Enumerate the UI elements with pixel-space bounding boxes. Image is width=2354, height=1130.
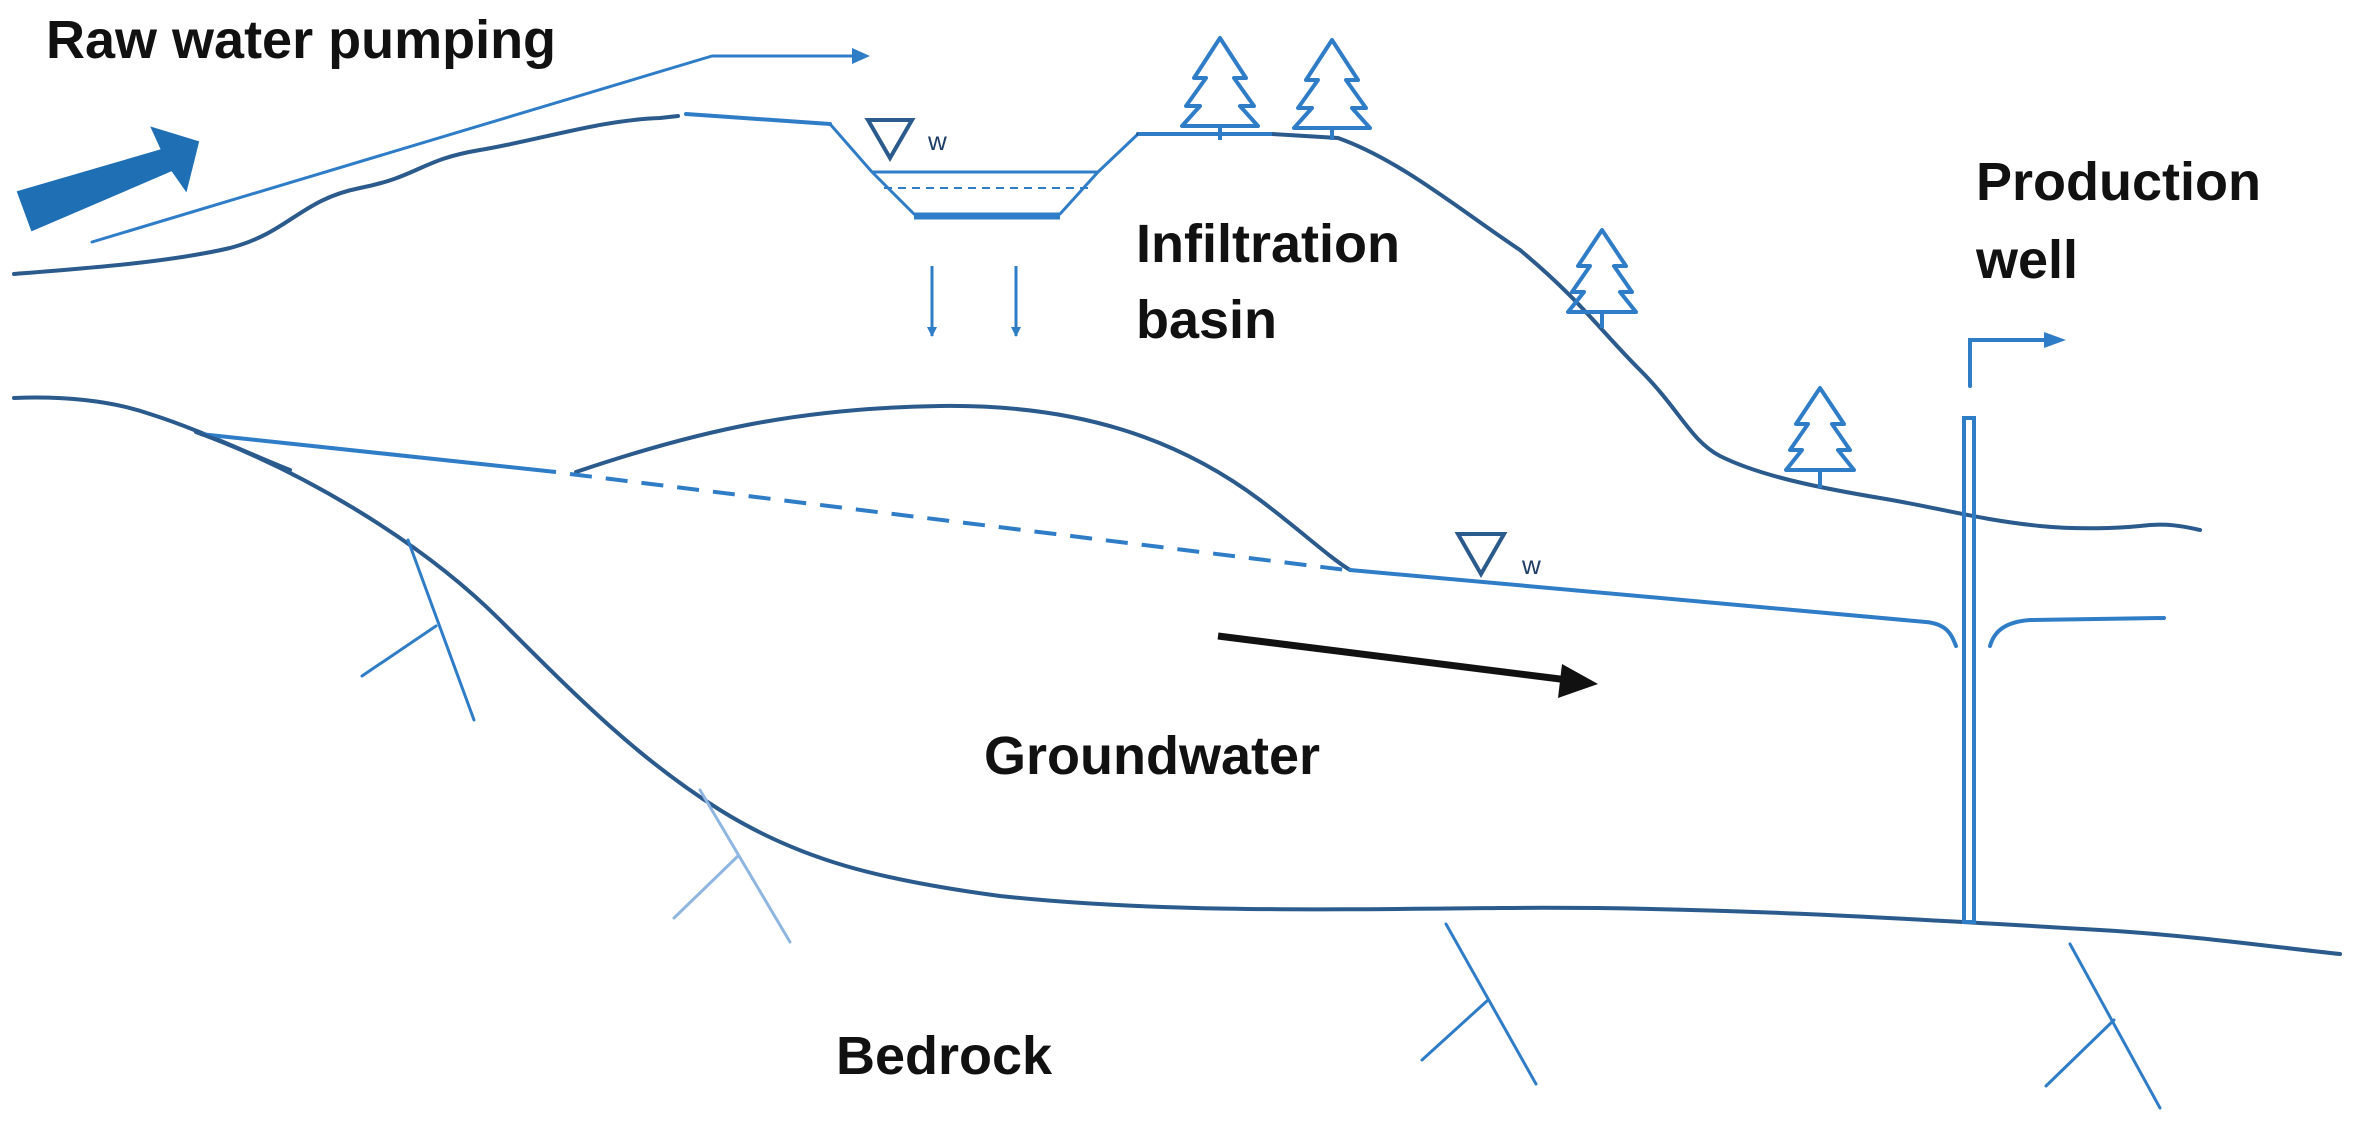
label-production-well-line2: well <box>1975 230 2078 290</box>
groundwater-flow-arrow <box>1217 632 1569 684</box>
aquifer-top-boundary <box>12 395 292 472</box>
water-table-right <box>1348 568 1958 648</box>
water-table-drawdown-right <box>1988 616 2166 648</box>
bedrock-fracture-marks <box>360 538 2162 1110</box>
production-well <box>1962 338 2052 924</box>
label-raw-water-pumping: Raw water pumping <box>46 10 556 70</box>
ground-surface-near-basin <box>684 112 832 126</box>
tree-icon <box>1566 228 1638 328</box>
water-level-symbol-basin: w <box>927 126 947 156</box>
label-groundwater: Groundwater <box>984 726 1320 786</box>
water-table-triangle-icon <box>864 118 916 162</box>
pipeline-arrowhead-icon <box>852 48 870 64</box>
bedrock-boundary <box>194 430 2342 956</box>
natural-water-table-dashed <box>569 472 1347 572</box>
groundwater-mound <box>574 403 1352 572</box>
water-level-symbol-aquifer: w <box>1521 550 1541 580</box>
label-infiltration-basin-line1: Infiltration <box>1136 214 1400 274</box>
ground-surface-right <box>1136 132 2202 532</box>
label-production-well-line1: Production <box>1976 152 2261 212</box>
tree-icon <box>1292 38 1372 140</box>
raw-water-inflow-arrow <box>16 126 200 232</box>
ground-surface-left <box>12 114 680 276</box>
label-bedrock: Bedrock <box>836 1026 1053 1086</box>
tree-icon <box>1180 36 1260 140</box>
raw-water-pipeline <box>90 54 864 244</box>
groundwater-flow-arrowhead-icon <box>1558 664 1598 698</box>
water-table-left <box>199 432 557 474</box>
well-outflow-arrowhead-icon <box>2044 332 2066 348</box>
label-infiltration-basin-line2: basin <box>1136 290 1277 350</box>
water-table-triangle-icon <box>1454 532 1508 579</box>
tree-icon <box>1784 386 1856 488</box>
